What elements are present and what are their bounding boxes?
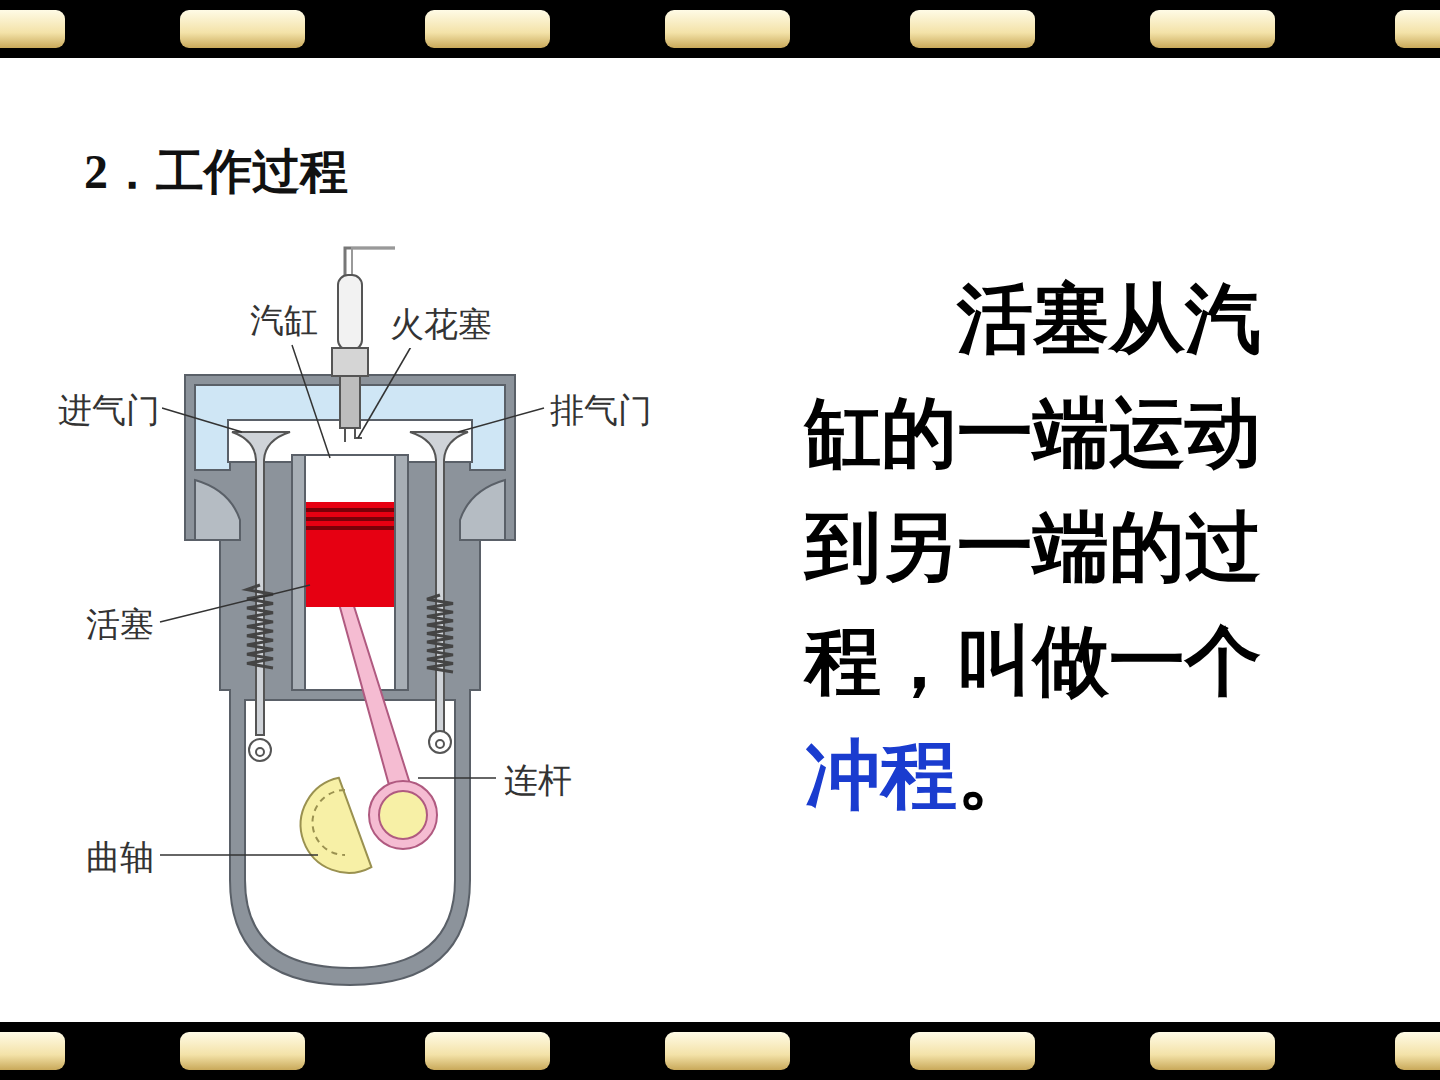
part-label: 汽缸 xyxy=(248,298,320,344)
spark-plug xyxy=(332,248,395,442)
piston xyxy=(306,502,394,607)
film-hole xyxy=(1395,1032,1440,1070)
film-hole xyxy=(0,1032,65,1070)
film-hole xyxy=(425,10,550,48)
film-hole xyxy=(180,10,305,48)
connecting-rod xyxy=(338,600,437,849)
exhaust-valve xyxy=(410,432,468,753)
film-hole xyxy=(0,10,65,48)
film-hole xyxy=(1150,1032,1275,1070)
part-label: 连杆 xyxy=(502,758,574,804)
definition-text: 活塞从汽缸的一端运动到另一端的过程，叫做一个冲程。 xyxy=(805,262,1285,832)
film-hole xyxy=(180,1032,305,1070)
part-label: 活塞 xyxy=(84,602,156,648)
film-hole xyxy=(425,1032,550,1070)
film-hole xyxy=(665,10,790,48)
definition-body: 活塞从汽缸的一端运动到另一端的过程，叫做一个 xyxy=(805,276,1261,703)
leader-lines xyxy=(160,345,544,855)
film-hole xyxy=(910,1032,1035,1070)
crankshaft xyxy=(287,777,371,886)
part-label: 曲轴 xyxy=(84,835,156,881)
film-hole xyxy=(665,1032,790,1070)
slide-title: 2．工作过程 xyxy=(84,140,348,204)
part-label: 火花塞 xyxy=(388,302,494,348)
key-term: 冲程 xyxy=(805,732,957,817)
film-hole xyxy=(1395,10,1440,48)
part-label: 进气门 xyxy=(56,388,162,434)
engine-body xyxy=(185,375,515,985)
part-label: 排气门 xyxy=(548,388,654,434)
film-hole xyxy=(1150,10,1275,48)
film-hole xyxy=(910,10,1035,48)
punctuation: 。 xyxy=(957,732,1033,817)
